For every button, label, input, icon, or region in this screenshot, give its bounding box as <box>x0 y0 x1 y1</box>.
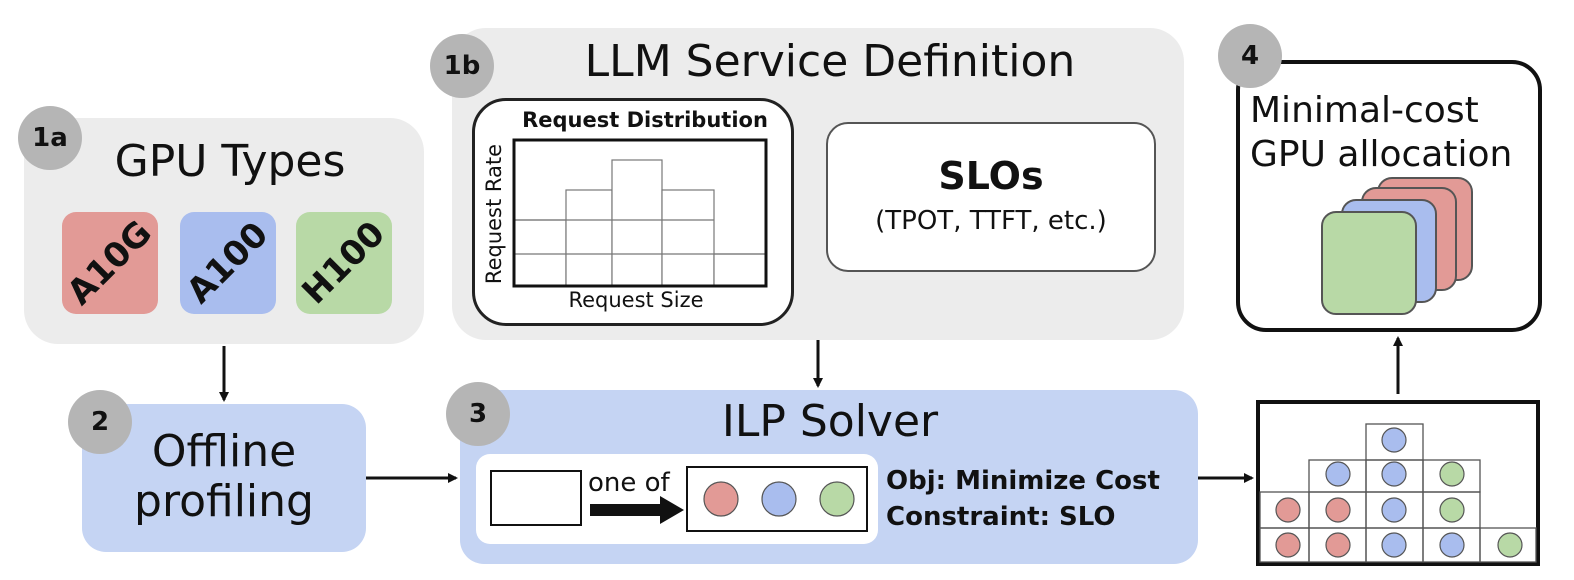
allocation-red-circle <box>1325 532 1351 558</box>
allocation-blue-circle <box>1381 461 1407 487</box>
histogram-bar <box>713 253 767 287</box>
allocation-blue-circle <box>1439 532 1465 558</box>
step-4-badge: 4 <box>1218 24 1282 88</box>
histogram-frame-outline <box>512 138 768 288</box>
allocation-blue-circle <box>1381 427 1407 453</box>
allocation-blue-circle <box>1325 461 1351 487</box>
gpu-a100-card: A100 <box>179 212 277 314</box>
histogram-bar <box>565 189 613 287</box>
histogram-bar <box>611 159 663 287</box>
step-1b-badge: 1b <box>430 34 494 98</box>
ilp-solver-title: ILP Solver <box>721 396 939 447</box>
allocation-blue-circle <box>1381 497 1407 523</box>
allocation-green-circle <box>1439 461 1465 487</box>
allocation-grid <box>1259 423 1537 563</box>
allocation-green-circle <box>1497 532 1523 558</box>
slos-card <box>826 122 1156 272</box>
gpu-a10g-card: A10G <box>60 212 160 314</box>
request-size-axis-label: Request Size <box>568 288 704 312</box>
allocation-title-line2: GPU allocation <box>1250 134 1513 175</box>
one-of-arrow <box>590 496 684 524</box>
objective-label: Obj: Minimize Cost <box>886 466 1160 496</box>
histogram-bar <box>661 189 715 287</box>
allocation-circles <box>1275 427 1523 558</box>
allocation-red-circle <box>1325 497 1351 523</box>
gpu-choice-blue-circle <box>761 481 797 517</box>
request-distribution-histogram <box>512 138 768 288</box>
allocation-red-circle <box>1275 497 1301 523</box>
gpu-types-title: GPU Types <box>114 136 346 187</box>
service-definition-title: LLM Service Definition <box>584 36 1076 87</box>
stacked-gpu-cards <box>1321 177 1473 315</box>
stacked-card-green <box>1321 211 1417 315</box>
step-1a-badge: 1a <box>18 106 82 170</box>
histogram-bar <box>513 219 567 287</box>
allocation-red-circle <box>1275 532 1301 558</box>
one-of-label: one of <box>588 468 670 498</box>
step-2-badge: 2 <box>68 390 132 454</box>
allocation-blue-circle <box>1381 532 1407 558</box>
gpu-h100-card: H100 <box>295 212 393 314</box>
offline-profiling-title-line2: profiling <box>134 476 314 527</box>
offline-profiling-title-line1: Offline <box>151 426 297 477</box>
slos-subtitle: (TPOT, TTFT, etc.) <box>875 206 1107 236</box>
constraint-label: Constraint: SLO <box>886 502 1116 532</box>
slos-title: SLOs <box>938 154 1044 198</box>
gpu-choice-green-circle <box>819 481 855 517</box>
gpu-slot-box <box>490 470 582 526</box>
request-distribution-title: Request Distribution <box>522 108 768 132</box>
gpu-choice-red-circle <box>703 481 739 517</box>
allocation-green-circle <box>1439 497 1465 523</box>
allocation-title-line1: Minimal-cost <box>1250 90 1479 131</box>
step-3-badge: 3 <box>446 382 510 446</box>
